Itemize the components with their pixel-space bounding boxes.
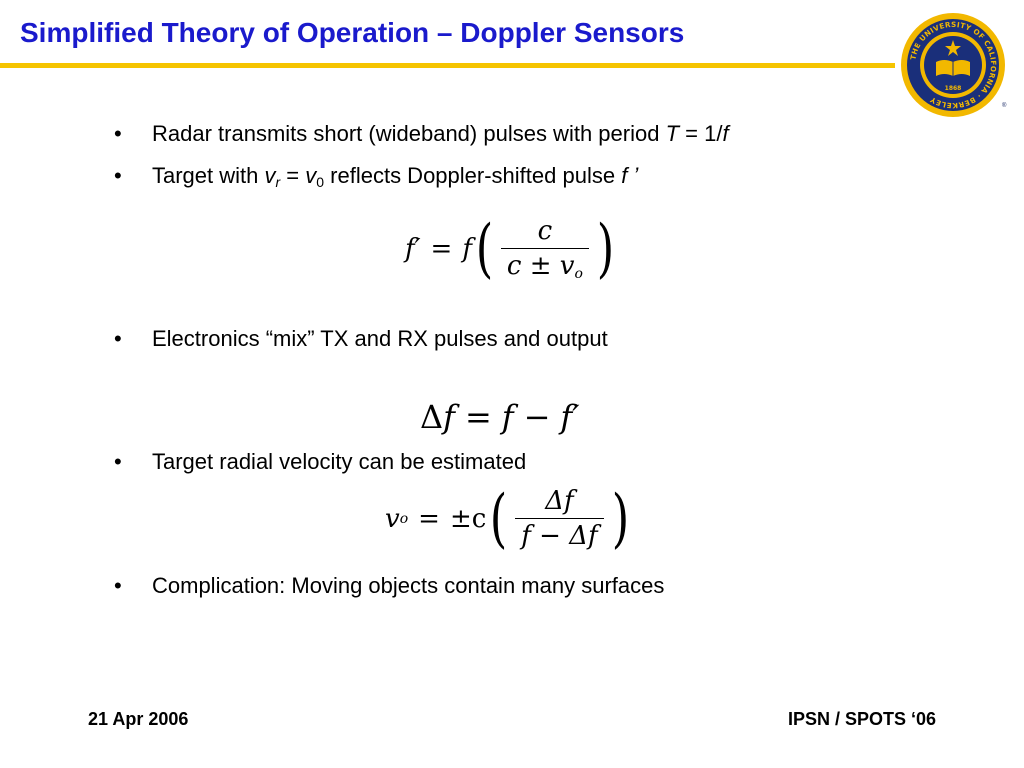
bullet-radar-pulses: •Radar transmits short (wideband) pulses… <box>114 121 729 146</box>
fraction: Δf f − Δf <box>515 486 604 551</box>
bullet-glyph: • <box>114 326 122 351</box>
bullet-glyph: • <box>114 121 122 146</box>
footer-date: 21 Apr 2006 <box>88 709 189 729</box>
bullet-glyph: • <box>114 449 122 474</box>
bullet-complication: •Complication: Moving objects contain ma… <box>114 573 665 598</box>
bullet-radial-velocity: •Target radial velocity can be estimated <box>114 449 527 474</box>
bullet-glyph: • <box>114 573 122 598</box>
bullet-glyph: • <box>114 163 122 188</box>
equation-doppler-frequency: f′ = f ( c c ± vo ) <box>405 211 615 286</box>
trademark-mark: ® <box>1002 103 1007 109</box>
bullet-electronics-mix: •Electronics “mix” TX and RX pulses and … <box>114 326 608 351</box>
slide-title: Simplified Theory of Operation – Doppler… <box>20 17 685 48</box>
fraction: c c ± vo <box>500 216 589 281</box>
seal-year: 1868 <box>945 85 962 92</box>
uc-berkeley-seal-icon: THE UNIVERSITY OF CALIFORNIA · BERKELEY … <box>901 13 1005 117</box>
bullet-target-reflects: •Target with vr = v0 reflects Doppler-sh… <box>114 163 639 190</box>
footer-venue: IPSN / SPOTS ‘06 <box>787 709 936 729</box>
title-divider <box>0 63 895 68</box>
